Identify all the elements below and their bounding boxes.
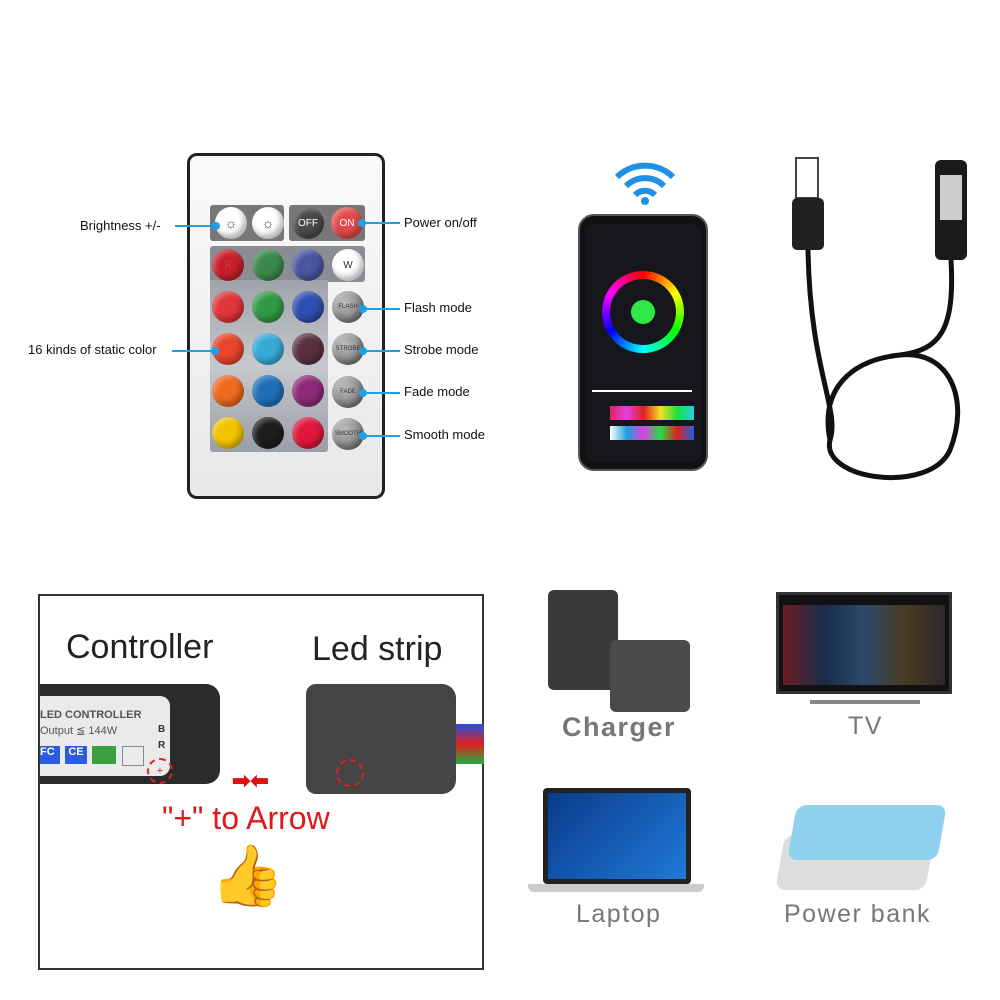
power-label: Power on/off [404, 215, 477, 230]
sun-icon: ☼ [261, 215, 275, 231]
static-color-button[interactable] [212, 417, 244, 449]
static-color-button[interactable] [212, 375, 244, 407]
usb-controller-cable [792, 157, 967, 480]
strobe-button[interactable]: STROBE [332, 333, 364, 365]
connection-diagram [38, 594, 484, 970]
led-strip-title: Led strip [312, 630, 443, 668]
leader-line [362, 350, 400, 352]
static-color-button[interactable] [212, 291, 244, 323]
weee-icon [122, 746, 144, 766]
pin-r: R [158, 740, 166, 751]
green-button[interactable]: G [252, 249, 284, 281]
led-strip-connector [306, 684, 484, 794]
static-color-button[interactable] [252, 333, 284, 365]
leader-line [362, 435, 400, 437]
leader-dot [359, 389, 367, 397]
static-color-button[interactable] [292, 291, 324, 323]
static-color-button[interactable] [252, 291, 284, 323]
leader-line [175, 225, 215, 227]
color-wheel[interactable] [602, 271, 684, 353]
preset-colors[interactable] [610, 406, 694, 420]
brightness-label: Brightness +/- [80, 218, 161, 233]
strobe-label: Strobe mode [404, 342, 479, 357]
blue-button[interactable]: B [292, 249, 324, 281]
tv-image [776, 592, 952, 694]
custom-colors[interactable] [610, 426, 694, 440]
controller-body: LED CONTROLLER Output ≦ 144W FC CE B R + [40, 684, 220, 784]
charger-image-front [610, 640, 690, 712]
static-color-button[interactable] [292, 375, 324, 407]
leader-dot [359, 305, 367, 313]
charger-image [548, 590, 618, 690]
leader-dot [359, 347, 367, 355]
charger-label: Charger [562, 712, 677, 742]
wifi-icon [614, 162, 676, 205]
leader-dot [212, 222, 220, 230]
fade-label: Fade mode [404, 384, 470, 399]
leader-dot [211, 347, 219, 355]
rohs-badge [92, 746, 116, 764]
off-button[interactable]: OFF [292, 207, 324, 239]
static-color-button[interactable] [252, 375, 284, 407]
arrow-marker [336, 759, 364, 787]
static-color-button[interactable] [252, 417, 284, 449]
arrows-icon: ➡⬅ [232, 768, 269, 793]
pin-b: B [158, 724, 166, 735]
power-bank-image [787, 805, 947, 860]
laptop-label: Laptop [576, 900, 662, 928]
leader-dot [359, 432, 367, 440]
static-color-label: 16 kinds of static color [28, 342, 157, 357]
brightness-slider[interactable] [592, 390, 692, 392]
output-text: Output ≦ 144W [40, 725, 118, 737]
fade-button[interactable]: FADE [332, 376, 364, 408]
laptop-image [543, 788, 691, 884]
tv-label: TV [848, 712, 883, 740]
smooth-label: Smooth mode [404, 427, 485, 442]
laptop-base [528, 884, 704, 892]
instruction-text: "+" to Arrow [162, 800, 330, 836]
leader-dot [358, 219, 366, 227]
thumbs-up-icon: 👍 [210, 842, 285, 909]
brightness-down-button[interactable]: ☼ [252, 207, 284, 239]
plus-marker: + [147, 758, 173, 784]
leader-line [360, 222, 400, 224]
sun-icon: ☼ [224, 215, 238, 231]
static-color-button[interactable] [292, 333, 324, 365]
white-button[interactable]: W [332, 249, 364, 281]
power-bank-label: Power bank [784, 900, 932, 928]
red-button[interactable]: R [212, 249, 244, 281]
on-button[interactable]: ON [331, 207, 363, 239]
smartphone [578, 214, 708, 471]
tv-stand [810, 700, 920, 704]
wires [456, 724, 484, 764]
brightness-up-button[interactable]: ☼ [215, 207, 247, 239]
device-text: LED CONTROLLER [40, 709, 142, 721]
leader-line [362, 392, 400, 394]
flash-button[interactable]: FLASH [332, 291, 364, 323]
leader-line [362, 308, 400, 310]
controller-title: Controller [66, 628, 214, 666]
static-color-button[interactable] [292, 417, 324, 449]
smooth-button[interactable]: SMOOTH [332, 418, 364, 450]
flash-label: Flash mode [404, 300, 472, 315]
leader-line [172, 350, 214, 352]
